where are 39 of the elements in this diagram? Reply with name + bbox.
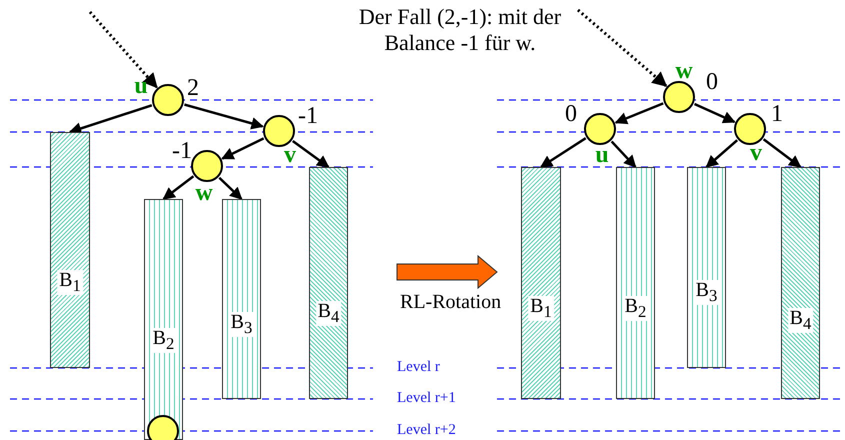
arrow [292,140,330,168]
dotted-arrow [577,8,668,88]
node-name: v [284,143,296,167]
arrow [221,137,264,160]
node-name: v [750,141,762,165]
balance-factor: 1 [771,102,783,126]
node-name: u [134,74,148,98]
node-name: w [675,59,693,83]
arrow [614,102,664,124]
balance-factor: 0 [706,70,718,94]
subtree-label: B$_{1}$ [57,270,83,295]
dotted-arrow [88,11,158,88]
title: Der Fall (2,-1): mit der Balance -1 für w. [358,4,562,56]
node-name: w [195,181,213,205]
arrow [762,138,802,168]
level-label: Level r [397,360,440,375]
arrow [706,139,738,168]
arrow [184,103,264,130]
arrow [162,175,194,200]
subtree-label: B$_{2}$ [150,328,176,353]
arrow [610,140,636,168]
subtree-label: B$_{2}$ [622,296,648,321]
subtree-label: B$_{4}$ [788,308,814,333]
subtree-label: B$_{3}$ [228,312,254,337]
balance-factor: 0 [565,102,577,126]
arrow [218,176,242,200]
level-label: Level r+1 [397,391,456,406]
node-name: u [595,143,609,167]
subtree-label: B$_{3}$ [694,280,720,305]
arrow [540,137,586,168]
balance-factor: 2 [187,76,199,100]
arrow [68,104,152,134]
subtree-label: B$_{4}$ [316,301,342,326]
rotation-label: RL-Rotation [400,292,502,312]
arrow [694,102,736,124]
subtree-label: B$_{1}$ [528,296,554,321]
level-label: Level r+2 [397,423,456,438]
balance-factor: -1 [172,139,192,163]
balance-factor: -1 [298,104,318,128]
